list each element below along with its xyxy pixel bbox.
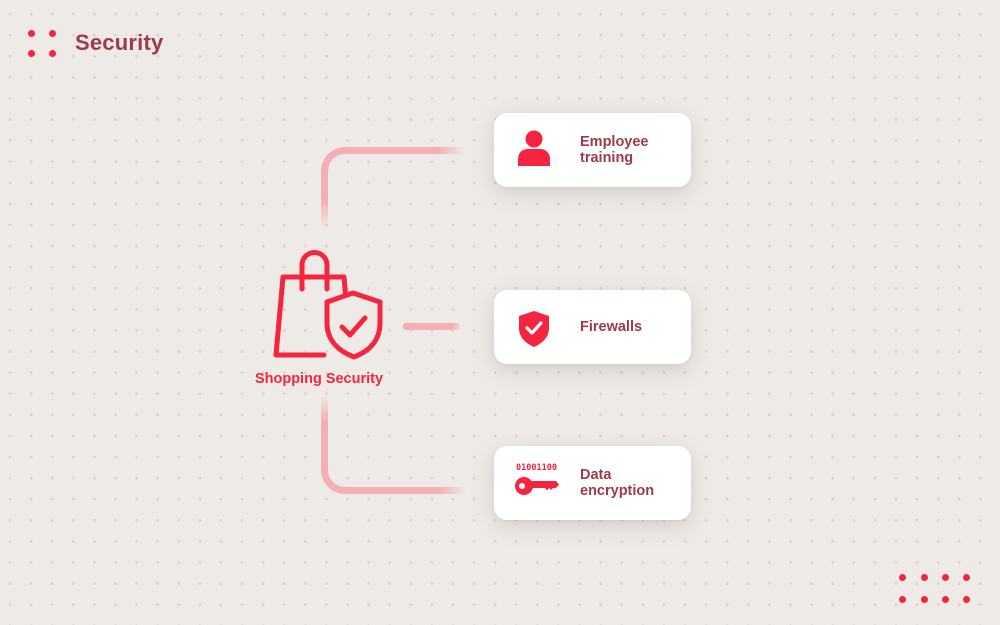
- card-label: Firewalls: [580, 319, 643, 335]
- connector-bottom-curve: [321, 455, 361, 494]
- card-label: Employee training: [580, 134, 649, 166]
- person-icon: [512, 113, 560, 187]
- connector-top-horizontal: [355, 147, 465, 154]
- page-title: Security: [75, 30, 164, 55]
- four-dots-icon: [24, 26, 60, 60]
- card-data-encryption: 01001100 Data encryption: [494, 446, 691, 520]
- binary-text: 01001100: [516, 463, 557, 473]
- shield-check-icon: [512, 290, 560, 364]
- hub-label: Shopping Security: [254, 371, 384, 387]
- connector-bottom-horizontal: [355, 487, 467, 494]
- card-firewalls: Firewalls: [494, 290, 691, 364]
- connector-top-vertical: [321, 180, 328, 228]
- key-icon: [512, 446, 560, 520]
- connector-top-curve: [321, 147, 361, 187]
- dot-grid-icon: [896, 570, 976, 606]
- card-label: Data encryption: [580, 467, 655, 499]
- card-employee-training: Employee training: [494, 113, 691, 187]
- connector-middle: [403, 323, 460, 330]
- connector-bottom-vertical: [321, 395, 328, 455]
- shopping-bag-shield-icon: [268, 245, 388, 363]
